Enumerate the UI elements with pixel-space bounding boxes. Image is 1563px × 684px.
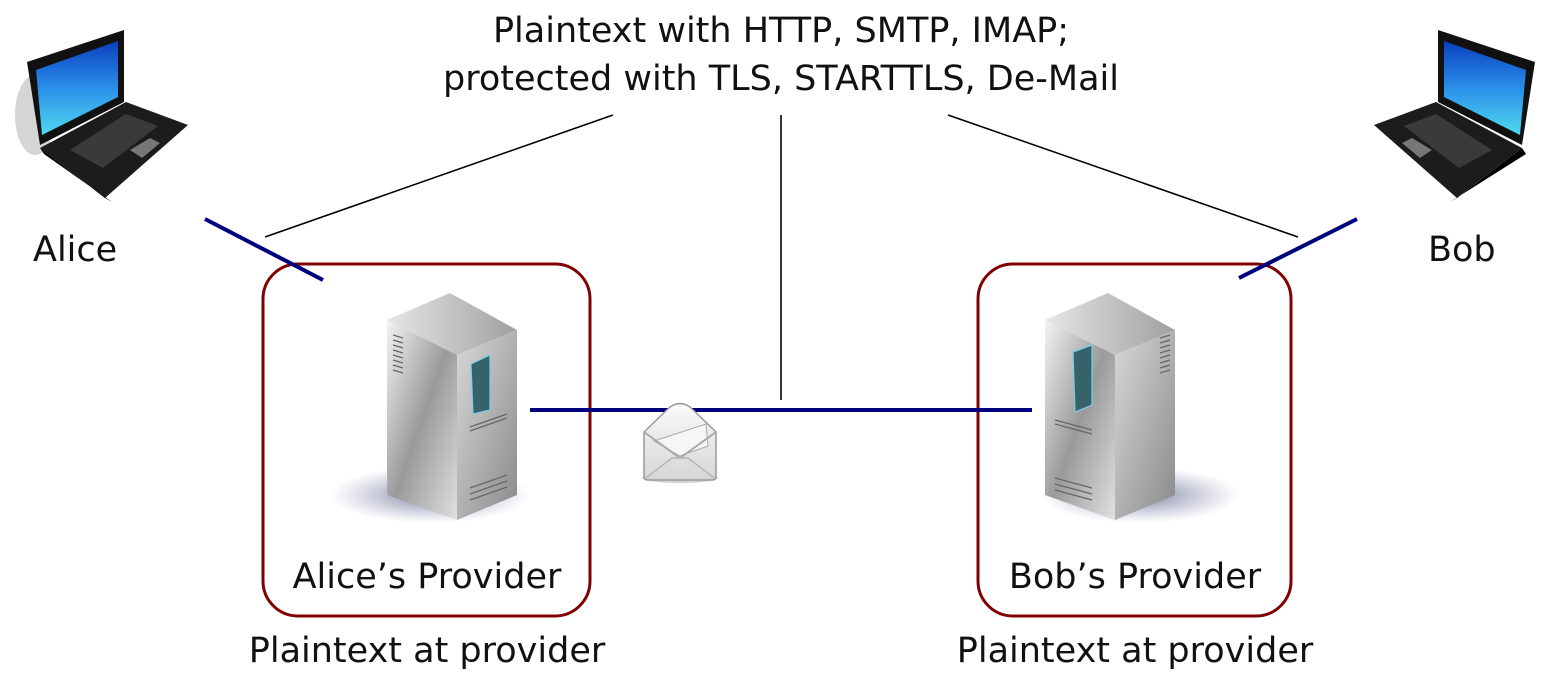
annotation-line-2: protected with TLS, STARTTLS, De-Mail [443,59,1119,99]
envelope-icon [642,402,718,483]
bob-label: Bob [1428,230,1496,270]
bob-provider-note: Plaintext at provider [956,631,1314,671]
bob-provider-box [976,262,1293,618]
bob-provider-server-icon [1040,293,1240,523]
bob-provider-label: Bob’s Provider [1008,557,1262,597]
alice-provider-server-icon [330,293,530,523]
pointer-line-bob [947,114,1299,238]
bob-laptop-icon [1374,30,1535,202]
alice-provider-box [261,262,592,618]
alice-label: Alice [33,230,118,270]
annotation-line-1: Plaintext with HTTP, SMTP, IMAP; [492,11,1070,51]
alice-laptop-icon [15,30,188,202]
link-alice-to-provider [204,217,324,282]
alice-provider-label: Alice’s Provider [292,557,562,597]
link-bob-to-provider [1238,217,1358,280]
pointer-line-alice [264,114,614,238]
alice-provider-note: Plaintext at provider [248,631,606,671]
